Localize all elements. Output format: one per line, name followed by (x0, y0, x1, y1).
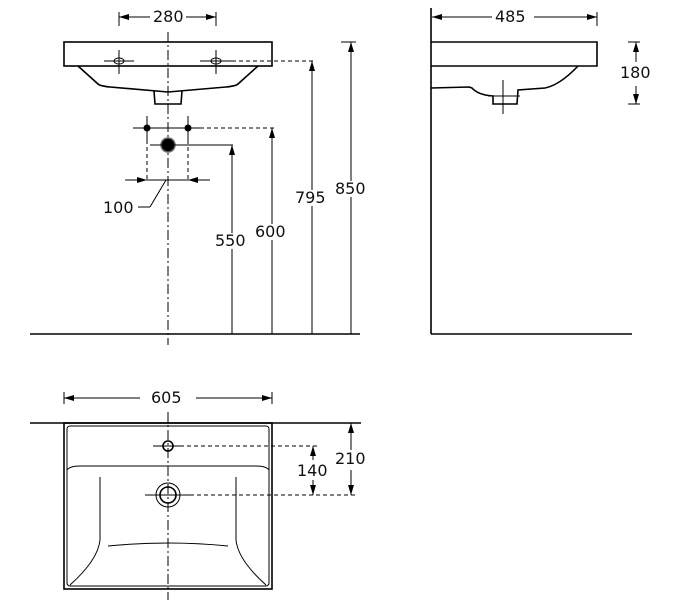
valve-points (133, 116, 200, 180)
top-view (30, 392, 361, 600)
front-view (30, 12, 360, 345)
side-bowl (430, 65, 579, 105)
dim-drain-height: 550 (214, 231, 247, 250)
basin-rim (63, 41, 273, 67)
tap-hole-left (104, 50, 134, 74)
dim-valve-height: 600 (254, 222, 287, 241)
dim-wall-to-drain: 210 (334, 449, 367, 468)
dim-basin-height: 180 (619, 63, 652, 82)
tap-hole-right (200, 50, 232, 74)
dim-width: 605 (150, 388, 183, 407)
side-rim (431, 41, 598, 67)
dim-valve-spacing: 100 (102, 198, 135, 217)
dim-tap-to-drain: 140 (296, 461, 329, 480)
dim-tap-height: 795 (294, 188, 327, 207)
dim-tap-spacing: 280 (152, 7, 185, 26)
dim-rim-height: 850 (334, 179, 367, 198)
basin-bowl (77, 65, 259, 93)
dim-depth: 485 (494, 7, 527, 26)
outlet (153, 90, 183, 105)
side-view (430, 8, 640, 335)
